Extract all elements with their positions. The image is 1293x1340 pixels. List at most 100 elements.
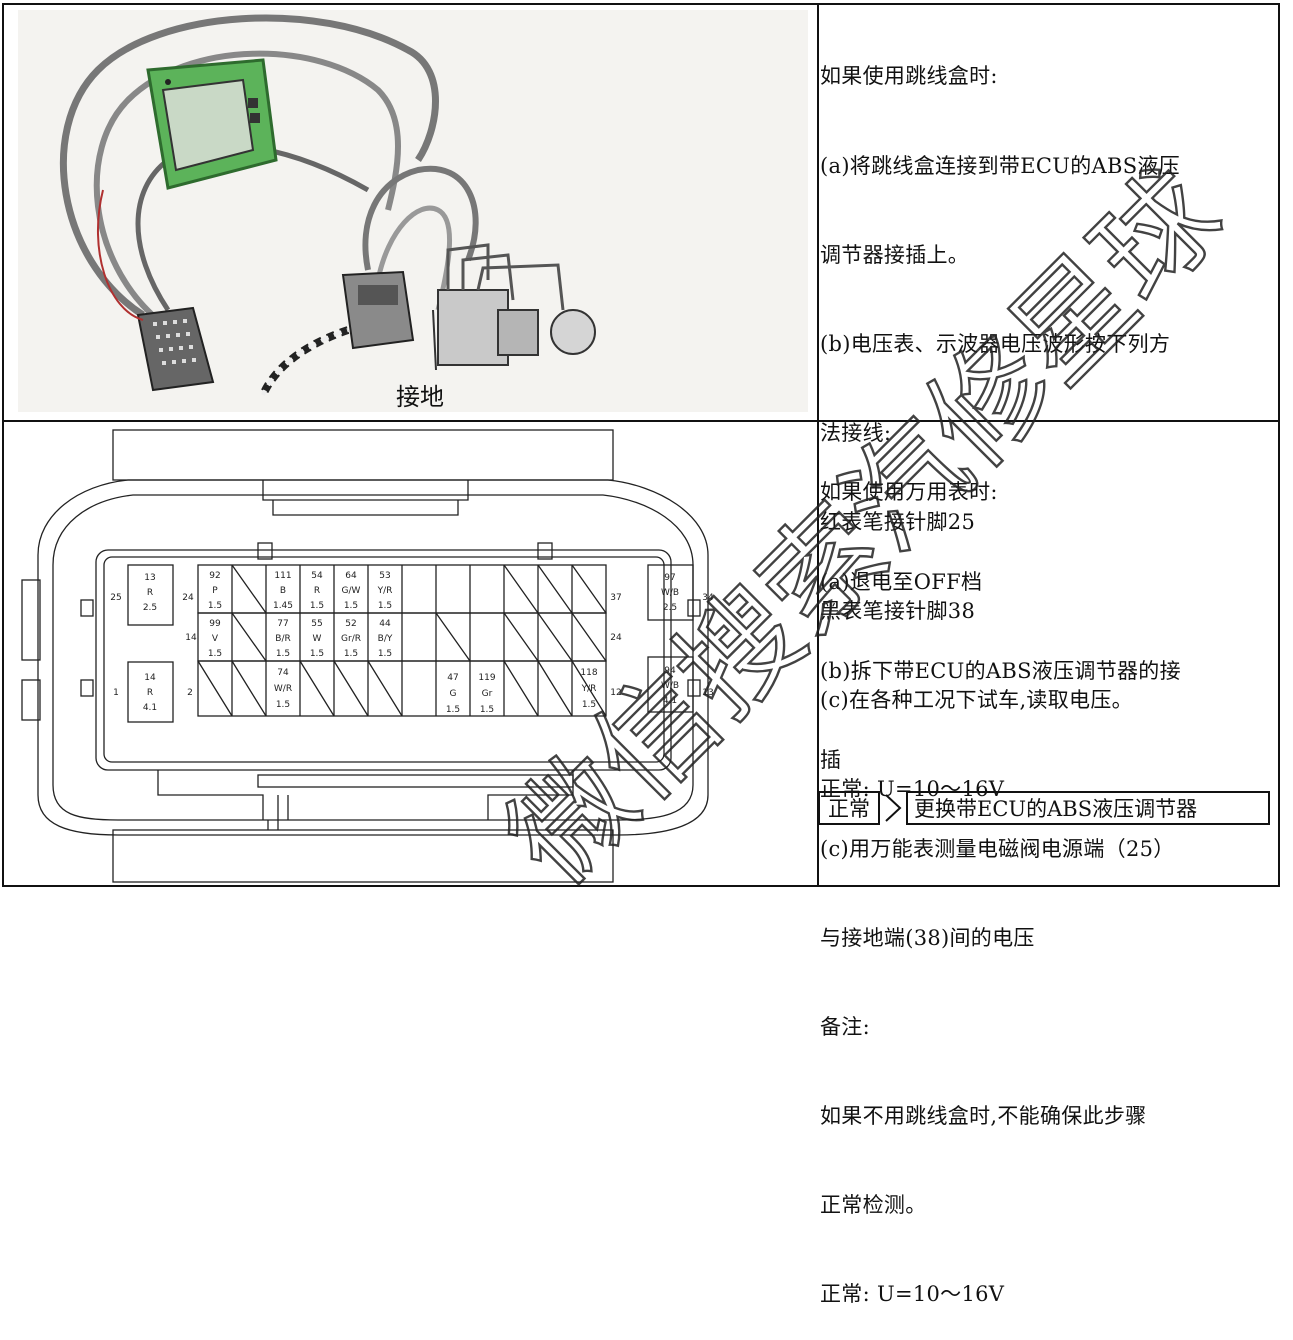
breakout-box-icon [96, 189, 215, 392]
terminal-wire-color: W/B [661, 588, 679, 598]
terminal-wire-color: W/R [274, 684, 292, 694]
terminal-wire-size: 1.5 [446, 705, 460, 715]
pin-number: 37 [610, 593, 621, 603]
terminal-wire-size: 1.5 [208, 649, 222, 659]
terminal-wire-color: V [212, 634, 219, 644]
terminal-wire-color: Gr/R [341, 634, 361, 644]
terminal-wire-color: P [212, 586, 218, 596]
instruction-line: 备注: [820, 1015, 870, 1040]
ground-label: 接地 [396, 383, 444, 411]
terminal-wire-color: R [147, 588, 153, 598]
instruction-line: (b)拆下带ECU的ABS液压调节器的接 [820, 658, 1181, 683]
tester-tablet-icon [146, 58, 278, 190]
terminal-wire-number: 53 [379, 571, 390, 581]
terminal-wire-number: 74 [277, 668, 289, 678]
row-divider [4, 420, 1278, 422]
pin-number: 25 [110, 593, 121, 603]
pin-number: 14 [185, 633, 197, 643]
terminal-wire-size: 1.5 [276, 700, 290, 710]
terminal-wire-color: Gr [482, 689, 493, 699]
terminal-wire-size: 1.5 [378, 601, 392, 611]
terminal-wire-size: 1.45 [273, 601, 293, 611]
instruction-line: (a)退电至OFF档 [820, 569, 983, 594]
connector-plug-icon [259, 270, 415, 397]
pin-number: 34 [702, 593, 714, 603]
terminal-wire-number: 94 [664, 666, 676, 676]
terminal-wire-color: R [314, 586, 320, 596]
terminal-wire-number: 97 [664, 573, 675, 583]
pin-number: 2 [187, 688, 193, 698]
terminal-wire-number: 77 [277, 619, 288, 629]
instruction-line: 与接地端(38)间的电压 [820, 925, 1035, 950]
instruction-line: (a)将跳线盒连接到带ECU的ABS液压 [820, 153, 1180, 178]
terminal-wire-number: 99 [209, 619, 221, 629]
row1-instructions: 如果使用跳线盒时: (a)将跳线盒连接到带ECU的ABS液压 调节器接插上。 (… [820, 3, 1275, 835]
terminal-wire-number: 118 [580, 668, 597, 678]
terminal-wire-color: Y/R [377, 586, 393, 596]
pin-number: 1 [113, 688, 119, 698]
action-box: 更换带ECU的ABS液压调节器 [906, 791, 1270, 825]
instruction-line: 正常: U=10～16V [820, 1282, 1005, 1307]
terminal-wire-size: 4.1 [663, 696, 677, 706]
instruction-line: (b)电压表、示波器电压波形按下列方 [820, 331, 1171, 356]
terminal-wire-number: 119 [478, 673, 495, 683]
terminal-wire-number: 64 [345, 571, 357, 581]
terminal-wire-number: 92 [209, 571, 220, 581]
jumper-box-photo: 接地 [18, 10, 808, 412]
instruction-line: 红表笔接针脚25 [820, 509, 976, 534]
terminal-wire-number: 55 [311, 619, 322, 629]
pin-number: 24 [610, 633, 622, 643]
ecu-connector-labels: 25 24 37 34 14 24 1 2 12 13 13 R 2.5 14 … [110, 571, 714, 715]
row2-instructions: 如果使用万用表时: (a)退电至OFF档 (b)拆下带ECU的ABS液压调节器的… [820, 419, 1275, 1340]
instruction-line: 法接线: [820, 420, 892, 445]
terminal-wire-size: 1.5 [208, 601, 222, 611]
terminal-wire-color: R [147, 688, 153, 698]
result-flow: 正常 更换带ECU的ABS液压调节器 [818, 790, 1270, 826]
ecu-connector-diagram [21, 429, 709, 883]
terminal-wire-color: B [280, 586, 286, 596]
terminal-wire-size: 1.5 [480, 705, 494, 715]
pin-number: 12 [610, 688, 621, 698]
terminal-wire-color: G/W [342, 586, 361, 596]
instruction-line: 正常: U=10～16V [820, 777, 1005, 802]
column-divider [817, 5, 819, 885]
chevron-right-icon [885, 794, 902, 822]
instruction-line: 如果不用跳线盒时,不能确保此步骤 [820, 1104, 1147, 1129]
terminal-wire-size: 1.5 [344, 601, 358, 611]
terminal-wire-number: 14 [144, 673, 156, 683]
terminal-wire-color: W/B [661, 681, 679, 691]
instruction-line: 如果使用万用表时: [820, 480, 998, 505]
terminal-wire-size: 2.5 [143, 603, 157, 613]
instruction-line: (c)用万能表测量电磁阀电源端（25） [820, 836, 1175, 861]
terminal-wire-number: 52 [345, 619, 356, 629]
pin-number: 13 [702, 688, 713, 698]
terminal-wire-color: Y/R [581, 684, 597, 694]
procedure-table [2, 3, 1280, 887]
terminal-wire-size: 1.5 [276, 649, 290, 659]
terminal-wire-size: 1.5 [378, 649, 392, 659]
terminal-wire-number: 13 [144, 573, 155, 583]
terminal-wire-size: 1.5 [582, 700, 596, 710]
pin-number: 24 [182, 593, 194, 603]
terminal-wire-size: 1.5 [344, 649, 358, 659]
instruction-line: 正常检测。 [820, 1193, 927, 1218]
abs-hydraulic-unit-icon [437, 243, 596, 366]
terminal-wire-number: 54 [311, 571, 323, 581]
terminal-wire-number: 47 [447, 673, 458, 683]
instruction-line: 如果使用跳线盒时: [820, 64, 998, 89]
terminal-wire-size: 4.1 [143, 703, 157, 713]
terminal-wire-color: W [313, 634, 322, 644]
terminal-wire-size: 1.5 [310, 649, 324, 659]
terminal-wire-number: 44 [379, 619, 391, 629]
terminal-wire-color: G [450, 689, 457, 699]
instruction-line: 黑表笔接针脚38 [820, 599, 976, 624]
terminal-wire-number: 111 [274, 571, 291, 581]
instruction-line: (c)在各种工况下试车,读取电压。 [820, 688, 1133, 713]
terminal-wire-color: B/R [275, 634, 290, 644]
terminal-wire-size: 2.5 [663, 603, 677, 613]
result-normal-box: 正常 [818, 791, 880, 825]
instruction-line: 插 [820, 747, 842, 772]
terminal-wire-size: 1.5 [310, 601, 324, 611]
terminal-wire-color: B/Y [378, 634, 393, 644]
instruction-line: 调节器接插上。 [820, 242, 970, 267]
